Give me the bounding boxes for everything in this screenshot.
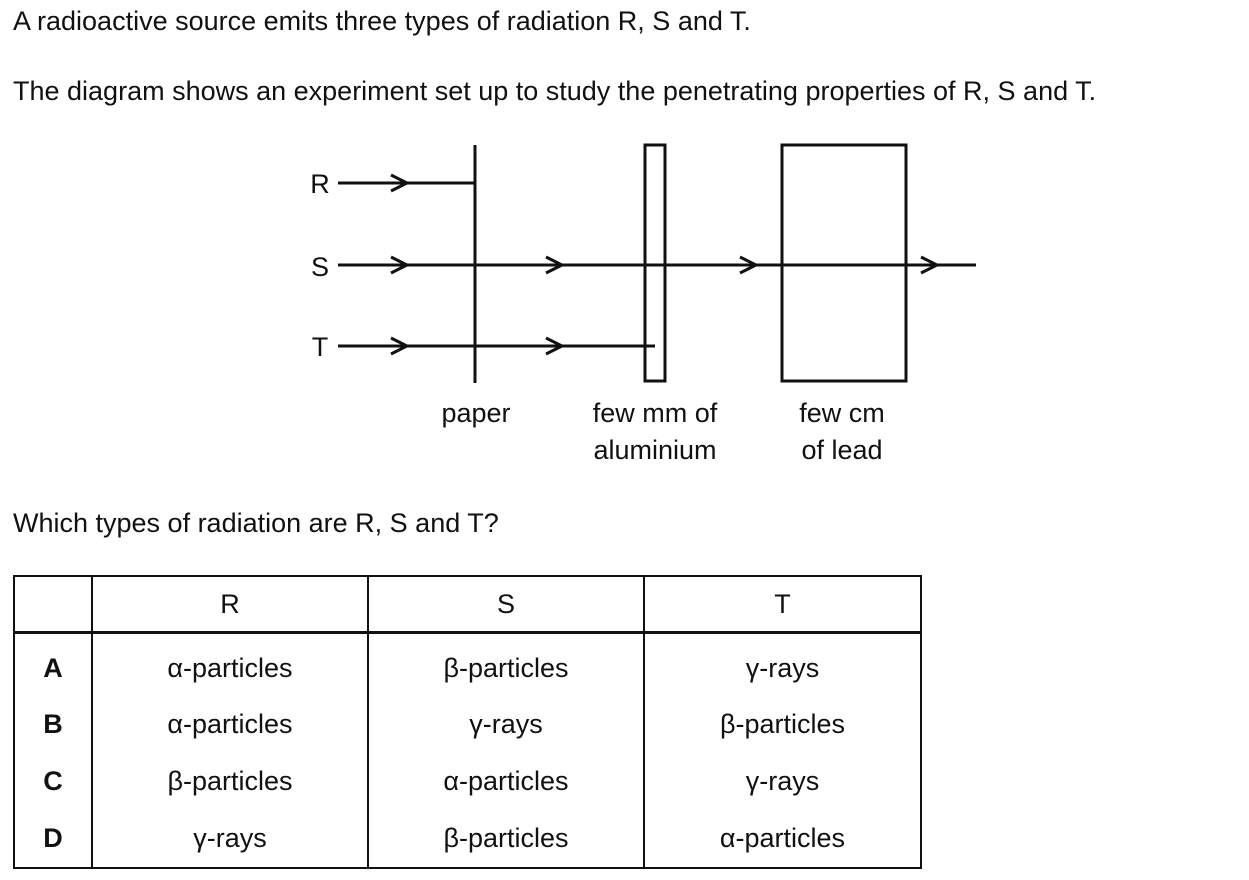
label-T: T	[312, 332, 329, 362]
option-S: γ-rays	[367, 696, 645, 753]
arrow-S-2	[545, 255, 566, 275]
option-S: α-particles	[367, 753, 645, 810]
option-key: D	[13, 810, 93, 869]
option-T: γ-rays	[643, 753, 922, 810]
caption-lead-1: few cm	[799, 398, 885, 428]
header-S: S	[367, 575, 645, 634]
table-header-row: R S T	[13, 575, 922, 634]
arrow-S-4	[920, 255, 941, 275]
table-row: B α-particles γ-rays β-particles	[13, 696, 922, 753]
option-key: C	[13, 753, 93, 810]
table-row: A α-particles β-particles γ-rays	[13, 632, 922, 696]
option-key: B	[13, 696, 93, 753]
option-T: β-particles	[643, 696, 922, 753]
table-row: D γ-rays β-particles α-particles	[13, 810, 922, 869]
option-R: β-particles	[91, 753, 369, 810]
option-S: β-particles	[367, 810, 645, 869]
option-R: γ-rays	[91, 810, 369, 869]
header-blank	[13, 575, 93, 634]
question-text: Which types of radiation are R, S and T?	[13, 508, 499, 538]
arrow-S-3	[739, 255, 760, 275]
option-T: α-particles	[643, 810, 922, 869]
lead-block	[780, 143, 908, 383]
table-row: C β-particles α-particles γ-rays	[13, 753, 922, 810]
arrow-S-1	[390, 255, 411, 275]
caption-lead-2: of lead	[801, 435, 882, 465]
arrow-T-2	[545, 336, 566, 356]
header-R: R	[91, 575, 369, 634]
intro-line-2: The diagram shows an experiment set up t…	[13, 76, 1097, 106]
caption-paper: paper	[441, 398, 510, 428]
arrow-R-1	[390, 173, 411, 193]
option-S: β-particles	[367, 632, 645, 696]
arrow-T-1	[390, 336, 411, 356]
aluminium-plate	[643, 143, 667, 383]
option-key: A	[13, 632, 93, 696]
label-S: S	[311, 252, 329, 282]
option-R: α-particles	[91, 632, 369, 696]
option-T: γ-rays	[643, 632, 922, 696]
option-R: α-particles	[91, 696, 369, 753]
header-T: T	[643, 575, 922, 634]
answer-table: R S T A α-particles β-particles γ-rays B…	[13, 575, 922, 869]
label-R: R	[310, 169, 330, 199]
caption-aluminium-2: aluminium	[593, 435, 716, 465]
caption-aluminium-1: few mm of	[593, 398, 718, 428]
intro-line-1: A radioactive source emits three types o…	[13, 6, 751, 36]
